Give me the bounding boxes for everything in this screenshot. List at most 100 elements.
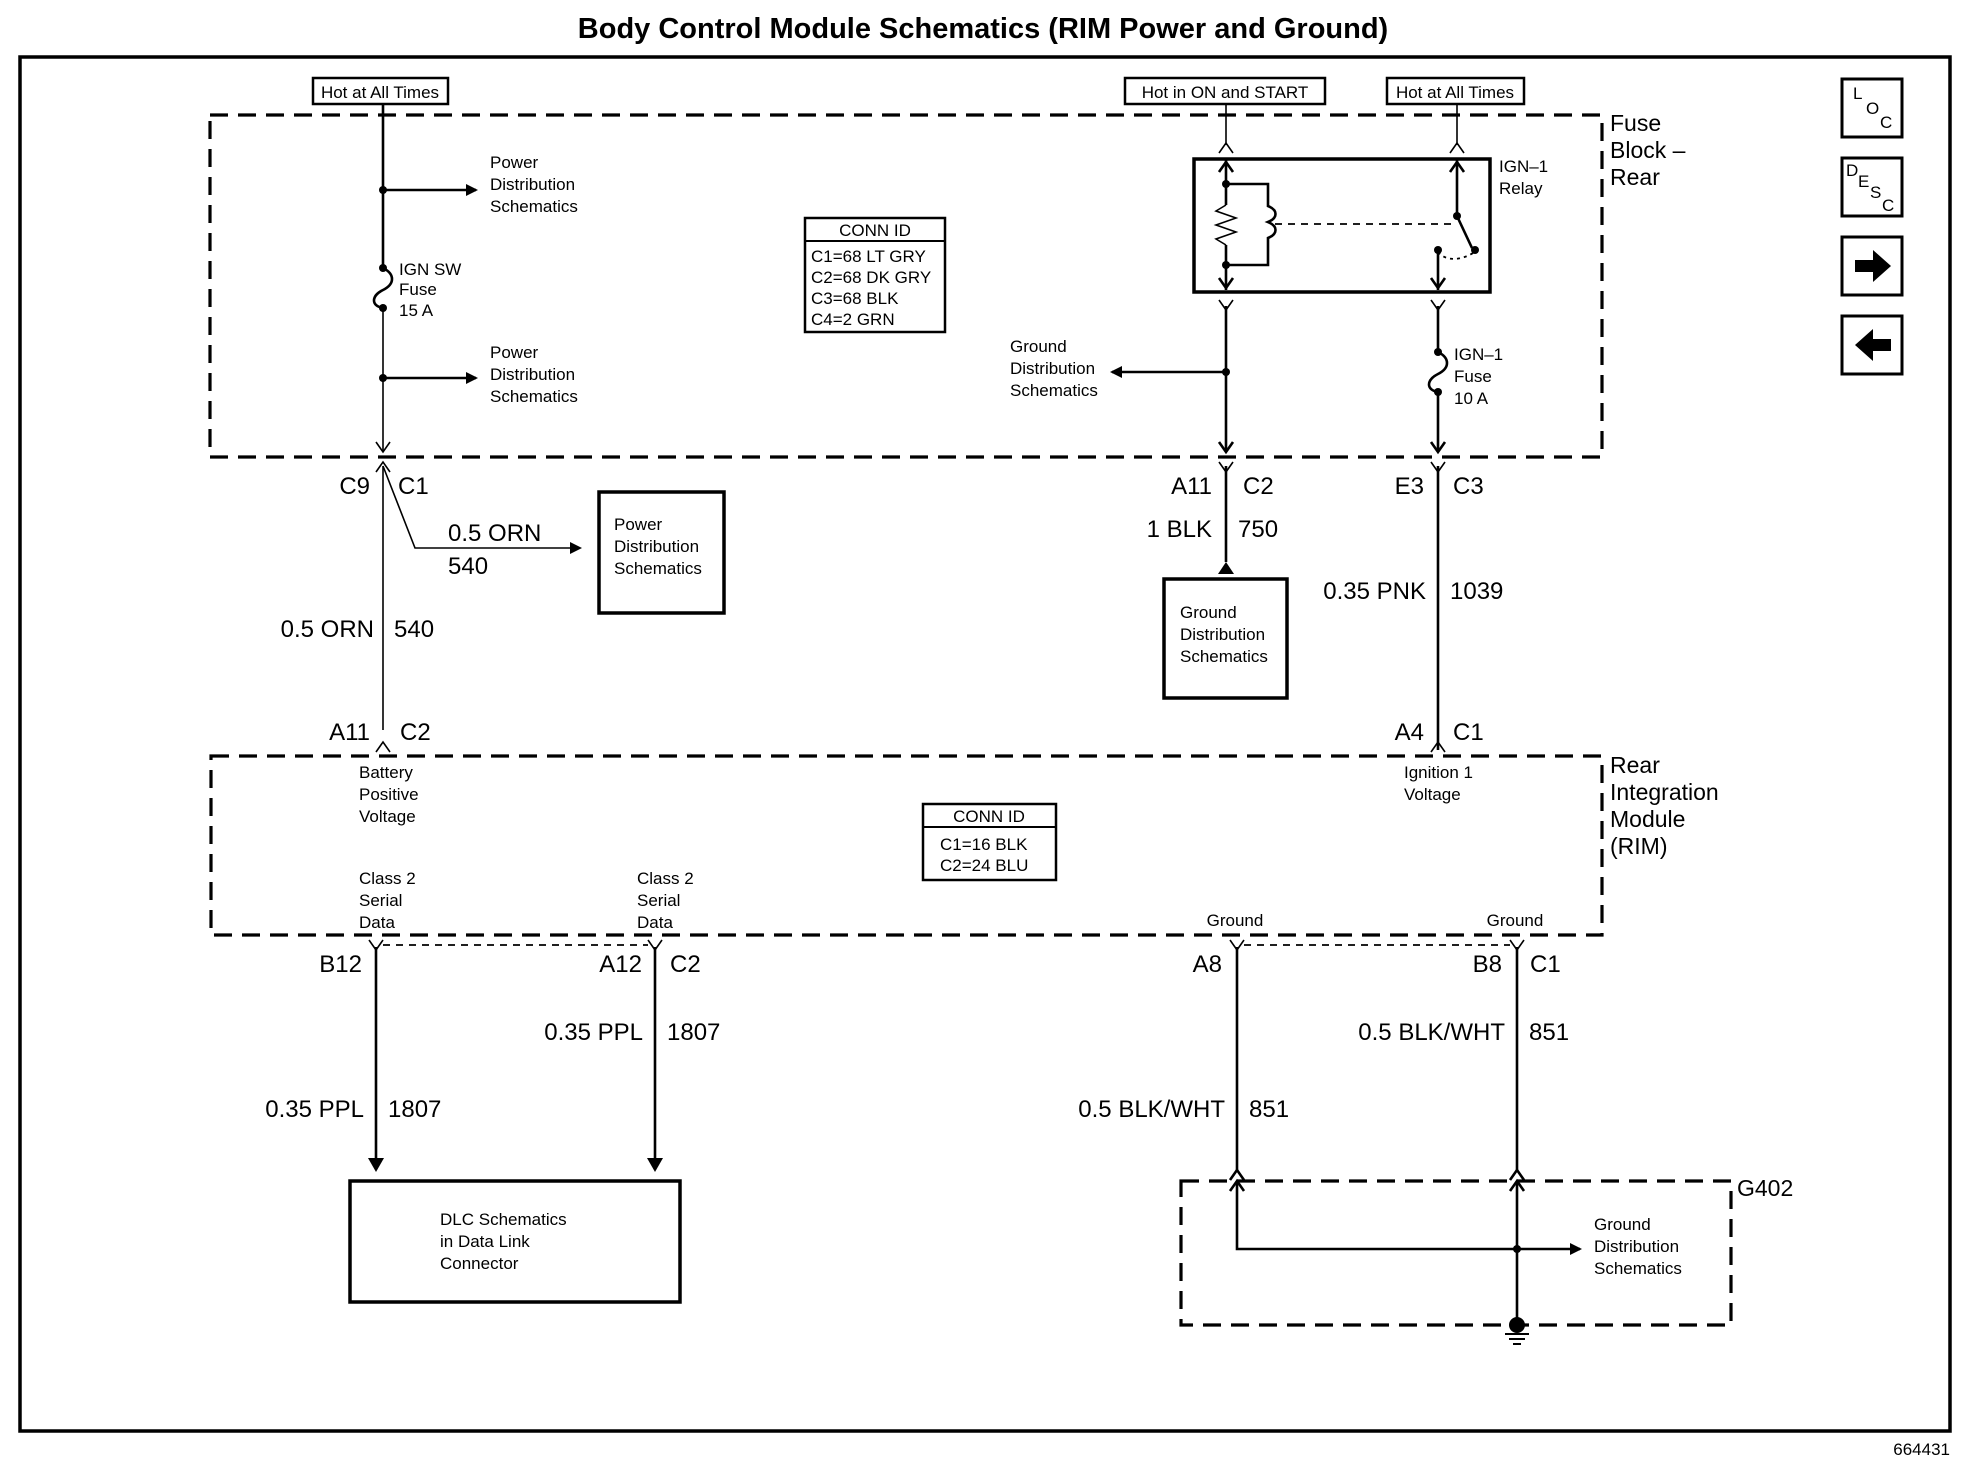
svg-text:0.5 ORN: 0.5 ORN bbox=[448, 520, 541, 547]
svg-text:Ground: Ground bbox=[1180, 603, 1237, 622]
ground-distribution-link-g402[interactable]: Ground Distribution Schematics bbox=[1594, 1215, 1682, 1278]
loc-button[interactable]: L O C bbox=[1840, 77, 1904, 139]
ign1-relay-label: IGN–1 Relay bbox=[1499, 157, 1548, 198]
ign1-fuse-circuit bbox=[1427, 299, 1449, 455]
svg-text:851: 851 bbox=[1249, 1096, 1289, 1123]
svg-text:E: E bbox=[1858, 172, 1869, 191]
svg-text:Integration: Integration bbox=[1610, 779, 1719, 805]
svg-text:Relay: Relay bbox=[1499, 179, 1543, 198]
wire-1807-ppl-right: 0.35 PPL 1807 bbox=[544, 947, 720, 1172]
svg-text:Distribution: Distribution bbox=[1594, 1237, 1679, 1256]
svg-text:Data: Data bbox=[637, 913, 673, 932]
svg-text:C1=68 LT GRY: C1=68 LT GRY bbox=[811, 247, 926, 266]
wire-1807-ppl-left: 0.35 PPL 1807 bbox=[265, 947, 441, 1172]
svg-text:Voltage: Voltage bbox=[1404, 785, 1461, 804]
svg-text:Rear: Rear bbox=[1610, 752, 1660, 778]
desc-button[interactable]: D E S C bbox=[1840, 156, 1904, 218]
svg-text:0.5 BLK/WHT: 0.5 BLK/WHT bbox=[1078, 1096, 1225, 1123]
svg-text:Class 2: Class 2 bbox=[637, 869, 694, 888]
rim-module-outline bbox=[209, 754, 1604, 937]
svg-text:Distribution: Distribution bbox=[1010, 359, 1095, 378]
svg-text:Distribution: Distribution bbox=[614, 537, 699, 556]
description-icon: D E S C bbox=[1846, 161, 1894, 215]
svg-text:D: D bbox=[1846, 161, 1858, 180]
svg-text:Rear: Rear bbox=[1610, 164, 1660, 190]
wire-750-blk: 1 BLK 750 bbox=[1147, 466, 1278, 574]
connector-c9: C9 C1 bbox=[339, 460, 429, 500]
power-source-label-right: Hot at All Times bbox=[1385, 76, 1526, 106]
svg-text:0.35 PNK: 0.35 PNK bbox=[1323, 578, 1426, 605]
svg-text:Ignition 1: Ignition 1 bbox=[1404, 763, 1473, 782]
wire-540-orn: 0.5 ORN 540 0.5 ORN 540 bbox=[281, 465, 582, 730]
svg-text:O: O bbox=[1866, 99, 1879, 118]
svg-text:Ground: Ground bbox=[1594, 1215, 1651, 1234]
svg-text:C3: C3 bbox=[1453, 473, 1484, 500]
svg-text:Schematics: Schematics bbox=[1180, 647, 1268, 666]
ign1-fuse-label: IGN–1 Fuse 10 A bbox=[1454, 345, 1503, 408]
svg-text:A11: A11 bbox=[1171, 473, 1212, 500]
svg-text:10 A: 10 A bbox=[1454, 389, 1489, 408]
svg-text:C2: C2 bbox=[1243, 473, 1274, 500]
svg-text:15 A: 15 A bbox=[399, 301, 434, 320]
rim-module-label: Rear Integration Module (RIM) bbox=[1610, 752, 1719, 859]
svg-text:Hot in ON and START: Hot in ON and START bbox=[1142, 83, 1309, 102]
svg-text:C2=24 BLU: C2=24 BLU bbox=[940, 856, 1028, 875]
fuse-block-rear-label: Fuse Block – Rear bbox=[1610, 110, 1686, 190]
svg-text:Positive: Positive bbox=[359, 785, 419, 804]
connector-e3: E3 C3 bbox=[1395, 461, 1484, 500]
svg-text:1807: 1807 bbox=[667, 1019, 720, 1046]
connector-b8: B8 C1 bbox=[1473, 939, 1561, 978]
svg-text:Ground: Ground bbox=[1010, 337, 1067, 356]
fuse-block-conn-id-table: CONN ID C1=68 LT GRY C2=68 DK GRY C3=68 … bbox=[803, 216, 947, 334]
svg-text:Distribution: Distribution bbox=[1180, 625, 1265, 644]
svg-text:Fuse: Fuse bbox=[399, 280, 437, 299]
svg-text:IGN SW: IGN SW bbox=[399, 260, 461, 279]
ground-distribution-box[interactable]: Ground Distribution Schematics bbox=[1162, 577, 1289, 700]
rim-class2-label-right: Class 2 Serial Data bbox=[637, 869, 694, 932]
svg-text:Battery: Battery bbox=[359, 763, 413, 782]
svg-text:C2: C2 bbox=[670, 951, 701, 978]
power-distribution-link-lower[interactable]: Power Distribution Schematics bbox=[490, 343, 578, 406]
power-distribution-link-upper[interactable]: Power Distribution Schematics bbox=[490, 153, 578, 216]
svg-text:Schematics: Schematics bbox=[1010, 381, 1098, 400]
svg-text:IGN–1: IGN–1 bbox=[1499, 157, 1548, 176]
svg-text:0.5 ORN: 0.5 ORN bbox=[281, 616, 374, 643]
svg-text:Schematics: Schematics bbox=[1594, 1259, 1682, 1278]
g402-label: G402 bbox=[1737, 1175, 1793, 1201]
svg-text:S: S bbox=[1870, 183, 1881, 202]
svg-text:Voltage: Voltage bbox=[359, 807, 416, 826]
connector-a11-rim: A11 C2 bbox=[329, 719, 431, 753]
svg-text:Class 2: Class 2 bbox=[359, 869, 416, 888]
svg-text:Fuse: Fuse bbox=[1610, 110, 1661, 136]
svg-text:851: 851 bbox=[1529, 1019, 1569, 1046]
svg-text:E3: E3 bbox=[1395, 473, 1424, 500]
dlc-schematics-box[interactable]: DLC Schematics in Data Link Connector bbox=[348, 1179, 682, 1304]
ign1-relay bbox=[1192, 104, 1492, 294]
rim-ignition-label: Ignition 1 Voltage bbox=[1404, 763, 1473, 804]
page-title: Body Control Module Schematics (RIM Powe… bbox=[578, 13, 1388, 45]
svg-text:B12: B12 bbox=[319, 951, 362, 978]
svg-text:C1=16 BLK: C1=16 BLK bbox=[940, 835, 1028, 854]
power-source-label-middle: Hot in ON and START bbox=[1123, 76, 1327, 106]
svg-text:C: C bbox=[1880, 113, 1892, 132]
location-icon: L O C bbox=[1853, 84, 1892, 132]
svg-text:C: C bbox=[1882, 196, 1894, 215]
next-page-button[interactable] bbox=[1840, 235, 1904, 297]
svg-text:in Data Link: in Data Link bbox=[440, 1232, 530, 1251]
g402-ground-circuit bbox=[1228, 1167, 1582, 1345]
ign-sw-circuit bbox=[372, 104, 478, 454]
ground-distribution-link-fuse-block[interactable]: Ground Distribution Schematics bbox=[1010, 337, 1098, 400]
relay-ground-circuit bbox=[1110, 299, 1235, 455]
svg-text:Power: Power bbox=[490, 153, 539, 172]
svg-text:C9: C9 bbox=[339, 473, 370, 500]
rim-conn-id-table: CONN ID C1=16 BLK C2=24 BLU bbox=[921, 802, 1058, 882]
arrow-right-icon bbox=[1855, 250, 1891, 282]
svg-text:IGN–1: IGN–1 bbox=[1454, 345, 1503, 364]
svg-text:CONN ID: CONN ID bbox=[953, 807, 1025, 826]
svg-text:C1: C1 bbox=[1530, 951, 1561, 978]
previous-page-button[interactable] bbox=[1840, 314, 1904, 376]
svg-text:Hot at All Times: Hot at All Times bbox=[321, 83, 439, 102]
svg-text:Schematics: Schematics bbox=[614, 559, 702, 578]
power-distribution-box[interactable]: Power Distribution Schematics bbox=[597, 490, 726, 615]
